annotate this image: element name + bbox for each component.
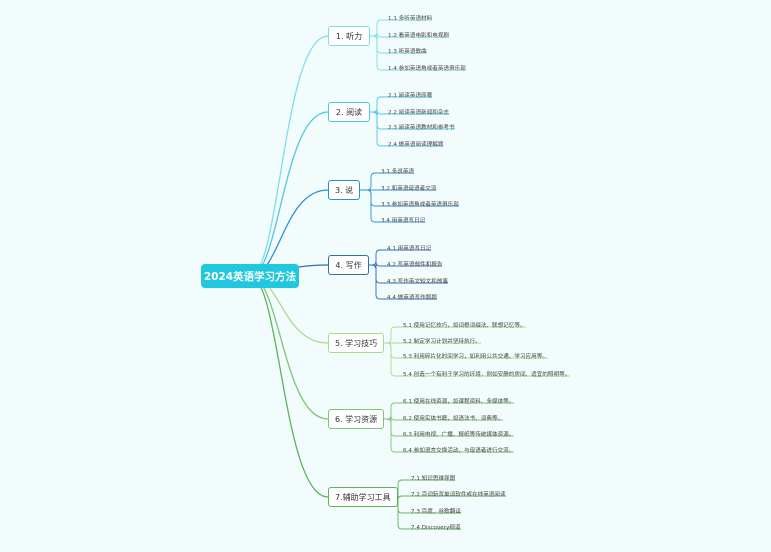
leaf-node[interactable]: 2.2 阅读英语新闻和杂志 (388, 110, 450, 116)
leaf-node[interactable]: 1.3 听英语歌曲 (388, 49, 427, 55)
connector-line (370, 111, 443, 147)
leaf-node[interactable]: 4.1 用英语写日记 (387, 246, 432, 252)
branch-study-skills[interactable]: 5. 学习技巧 (328, 333, 385, 353)
leaf-node[interactable]: 7.3 百度、谷歌翻译 (411, 509, 461, 515)
leaf-node[interactable]: 3.1 多说英语 (381, 169, 415, 175)
branch-writing[interactable]: 4. 写作 (328, 255, 369, 275)
leaf-node[interactable]: 7.1 知识思维导图 (411, 476, 456, 482)
leaf-node[interactable]: 2.3 阅读英语教材和参考书 (388, 125, 455, 131)
leaf-node[interactable]: 6.1 使用在线资源，如课程资料、多媒体等。 (403, 399, 515, 405)
connector-line (360, 189, 425, 223)
connector-line (369, 264, 437, 300)
branch-listening[interactable]: 1. 听力 (328, 26, 370, 46)
leaf-node[interactable]: 6.4 参加语言交换活动，与母语者进行交流。 (403, 448, 515, 454)
leaf-node[interactable]: 4.3 写作英文短文和故事 (387, 279, 449, 285)
leaf-node[interactable]: 6.3 利用电视、广播、报纸等传统媒体资源。 (403, 432, 515, 438)
branch-reading[interactable]: 2. 阅读 (328, 102, 370, 122)
leaf-node[interactable]: 5.1 使用记忆技巧，如词根词缀法、联想记忆等。 (403, 323, 526, 329)
leaf-node[interactable]: 4.2 写英语邮件和报告 (387, 262, 443, 268)
branch-learning-tools[interactable]: 7.辅助学习工具 (328, 487, 398, 507)
connector-line (249, 275, 329, 498)
leaf-node[interactable]: 4.4 做英语写作题题 (387, 295, 437, 301)
leaf-node[interactable]: 3.4 用英语写日记 (381, 218, 426, 224)
leaf-node[interactable]: 2.4 做英语阅读理解题 (388, 142, 444, 148)
connector-line (384, 342, 570, 377)
leaf-node[interactable]: 7.2 百词斩背单词软件或在线英语阅读 (411, 492, 506, 498)
leaf-node[interactable]: 7.4 Discovery频道 (411, 525, 461, 531)
connector-line (249, 35, 329, 277)
leaf-node[interactable]: 1.2 看英语电影和电视剧 (388, 33, 450, 39)
branch-speaking[interactable]: 3. 说 (328, 180, 361, 200)
branch-study-resources[interactable]: 6. 学习资源 (328, 409, 385, 429)
leaf-node[interactable]: 1.1 多听英语材料 (388, 16, 433, 22)
leaf-node[interactable]: 5.2 制定学习计划并坚持执行。 (403, 339, 481, 345)
connector-line (370, 35, 466, 71)
leaf-node[interactable]: 6.2 使用实体书籍，如语法书、词典等。 (403, 416, 504, 422)
connector-line (384, 418, 514, 453)
leaf-node[interactable]: 3.3 参加英语角或者英语俱乐部 (381, 202, 459, 208)
leaf-node[interactable]: 5.3 利用碎片化时间学习，如利用公共交通、学习应用等。 (403, 354, 548, 360)
leaf-node[interactable]: 2.1 阅读英语原著 (388, 93, 433, 99)
connector-line (249, 111, 329, 277)
connector-line (249, 275, 329, 420)
leaf-node[interactable]: 1.4 参加英语角或者英语俱乐部 (388, 66, 466, 72)
root-node[interactable]: 2024英语学习方法 (201, 264, 299, 288)
leaf-node[interactable]: 3.2 和英语母语者交流 (381, 186, 437, 192)
leaf-node[interactable]: 5.4 创造一个有利于学习的环境，例如安静的房间、适宜的照明等。 (403, 372, 571, 378)
